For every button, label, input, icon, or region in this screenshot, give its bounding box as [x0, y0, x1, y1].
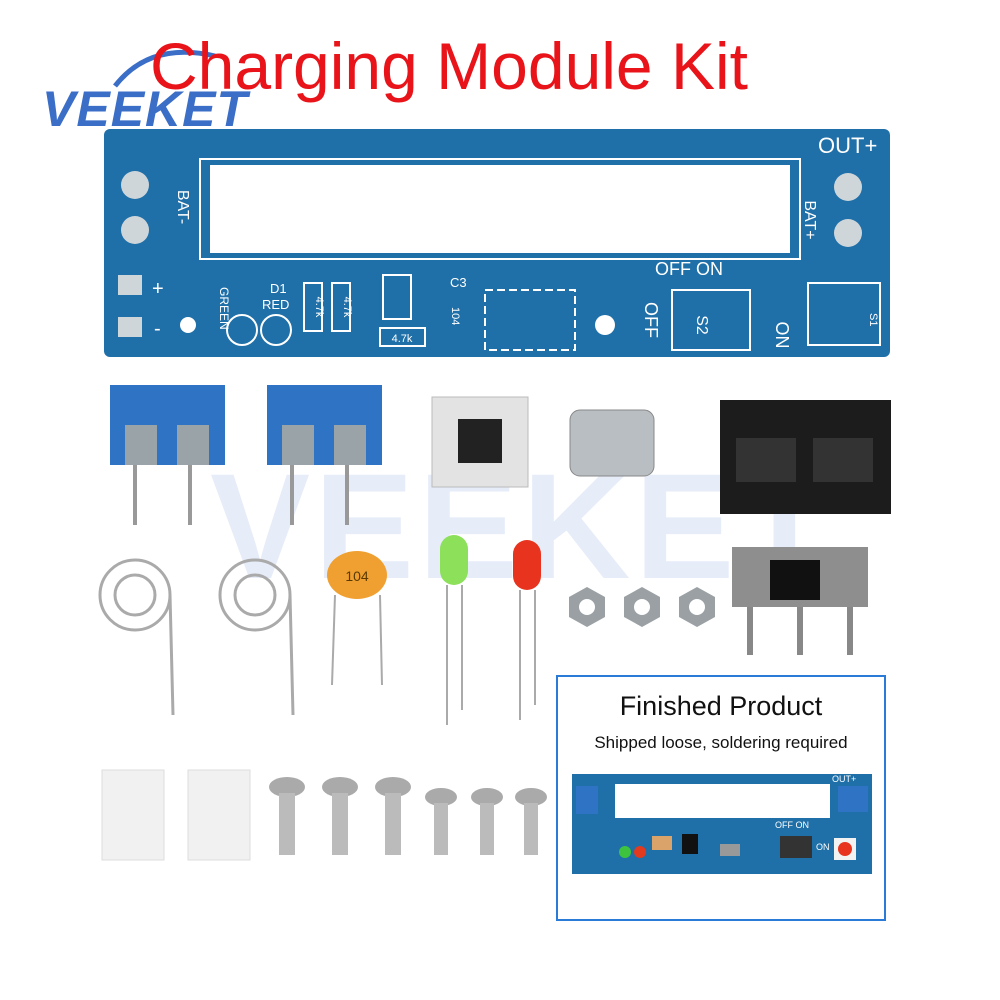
nylon-spacers	[101, 769, 251, 861]
spring-1	[98, 558, 175, 716]
ic-chip-pair	[720, 400, 891, 514]
on-label: ON	[772, 322, 792, 349]
screw-1	[269, 777, 305, 855]
screw-3	[375, 777, 411, 855]
plus-label: +	[152, 278, 164, 300]
s2-label: S2	[693, 315, 710, 335]
out-plus-label: OUT+	[818, 133, 877, 158]
page-title: Charging Module Kit	[150, 29, 748, 103]
pcb-board: BAT- BAT+ OUT+ + - GREEN D1 RED 4.7k 4.7…	[104, 129, 890, 357]
push-switch	[431, 396, 529, 488]
finished-product-inset: Finished Product Shipped loose, solderin…	[556, 675, 886, 921]
red-led	[513, 540, 541, 720]
screw-2	[322, 777, 358, 855]
slide-switch	[732, 547, 868, 655]
s1-label: S1	[867, 313, 879, 326]
battery-window	[210, 165, 790, 253]
bat-minus-pad-2	[121, 216, 149, 244]
bat-plus-label: BAT+	[801, 200, 818, 239]
capacitor-label: 104	[345, 568, 369, 584]
nylon-spacer-2	[187, 769, 251, 861]
brand-swoosh-icon	[113, 49, 216, 88]
r3-label: 4.7k	[392, 333, 413, 345]
screw-5	[471, 788, 503, 855]
r2-label: 4.7k	[341, 297, 353, 318]
usb-c-connector	[569, 409, 655, 477]
terminal-pad-minus	[118, 317, 142, 337]
minus-label: -	[154, 318, 161, 340]
cap-label: 104	[449, 307, 461, 325]
terminal-block-2	[267, 385, 382, 525]
inset-on: ON	[816, 842, 830, 852]
inset-subtitle: Shipped loose, soldering required	[594, 733, 848, 752]
green-label: GREEN	[217, 287, 231, 330]
spring-2	[218, 558, 295, 716]
off-label: OFF	[641, 302, 661, 338]
inset-off-on: OFF ON	[775, 820, 809, 830]
terminal-pad-plus	[118, 275, 142, 295]
terminal-block-1	[110, 385, 225, 525]
d1-label: D1	[270, 281, 287, 296]
bat-minus-label: BAT-	[174, 190, 191, 224]
bat-plus-pad-2	[834, 219, 862, 247]
finished-board: OUT+ OFF ON ON	[572, 774, 872, 874]
c3-label: C3	[450, 275, 467, 290]
inset-out-plus: OUT+	[832, 774, 856, 784]
green-led	[440, 535, 468, 725]
bat-plus-pad	[834, 173, 862, 201]
ceramic-capacitor: 104	[327, 551, 387, 686]
bat-minus-pad	[121, 171, 149, 199]
screws	[269, 777, 547, 855]
red-label: RED	[262, 297, 289, 312]
hex-nuts	[569, 587, 715, 627]
r1-label: 4.7k	[313, 297, 325, 318]
screw-6	[515, 788, 547, 855]
brand-logo: VEEKET	[42, 81, 249, 137]
off-on-label: OFF ON	[655, 259, 723, 279]
screw-4	[425, 788, 457, 855]
nylon-spacer-1	[101, 769, 165, 861]
inset-title: Finished Product	[619, 691, 823, 721]
